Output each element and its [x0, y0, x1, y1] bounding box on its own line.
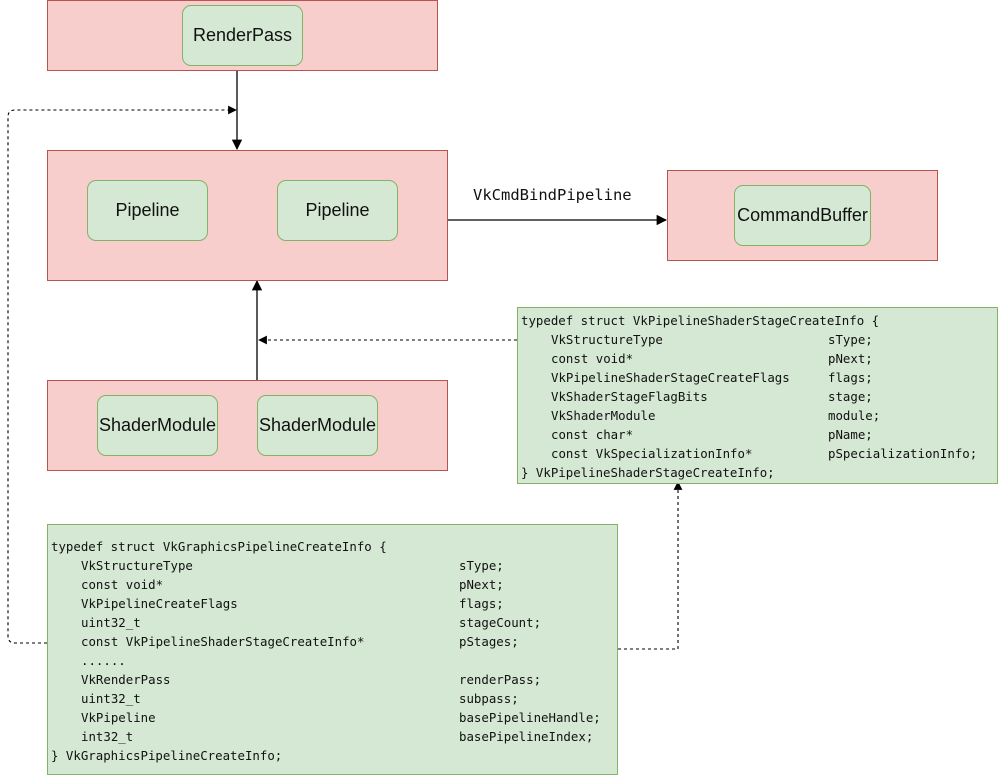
graphics-field-name: pNext; [459, 577, 504, 592]
graphics-field-name: sType; [459, 558, 504, 573]
commandbuffer-node[interactable]: CommandBuffer [734, 185, 871, 246]
graphics-field-type: const VkPipelineShaderStageCreateInfo* [81, 634, 365, 649]
graphics-field-type: VkStructureType [81, 558, 193, 573]
graphics-field-type: uint32_t [81, 691, 141, 706]
graphics-field-type: const void* [81, 577, 164, 592]
renderpass-node[interactable]: RenderPass [182, 5, 303, 66]
graphics-field-type: uint32_t [81, 615, 141, 630]
graphics-field-type: VkPipelineCreateFlags [81, 596, 238, 611]
graphics-field-type: VkRenderPass [81, 672, 171, 687]
stage-field-type: VkShaderStageFlagBits [551, 389, 708, 404]
graphics-field-type: int32_t [81, 729, 134, 744]
graphics-field-name: pStages; [459, 634, 519, 649]
shadermodule-node-1[interactable]: ShaderModule [97, 395, 218, 456]
graphics-field-name: subpass; [459, 691, 519, 706]
graphics-struct-footer: } VkGraphicsPipelineCreateInfo; [51, 748, 283, 763]
graphics-field-name: basePipelineIndex; [459, 729, 594, 744]
graphics-field-name: renderPass; [459, 672, 542, 687]
bind-pipeline-label: VkCmdBindPipeline [473, 186, 632, 204]
shadermodule-node-2[interactable]: ShaderModule [257, 395, 378, 456]
edge-graphics-struct-to-stage-struct [618, 481, 683, 650]
graphics-field-type: VkPipeline [81, 710, 156, 725]
stage-field-name: pName; [828, 427, 873, 442]
stage-field-type: VkStructureType [551, 332, 663, 347]
edge-graphics-struct-to-renderpass [7, 105, 237, 644]
shader-stage-struct-box: typedef struct VkPipelineShaderStageCrea… [517, 307, 998, 484]
graphics-field-name: basePipelineHandle; [459, 710, 601, 725]
stage-field-name: flags; [828, 370, 873, 385]
stage-field-name: module; [828, 408, 881, 423]
stage-field-type: const void* [551, 351, 634, 366]
stage-struct-header: typedef struct VkPipelineShaderStageCrea… [521, 313, 880, 328]
stage-field-type: VkPipelineShaderStageCreateFlags [551, 370, 790, 385]
stage-field-type: VkShaderModule [551, 408, 656, 423]
stage-field-type: const char* [551, 427, 634, 442]
stage-field-name: pNext; [828, 351, 873, 366]
stage-struct-footer: } VkPipelineShaderStageCreateInfo; [521, 465, 775, 480]
stage-field-name: pSpecializationInfo; [828, 446, 978, 461]
graphics-pipeline-struct-box: typedef struct VkGraphicsPipelineCreateI… [47, 524, 618, 775]
pipeline-node-2[interactable]: Pipeline [277, 180, 398, 241]
graphics-field-ellipsis: ...... [81, 653, 126, 668]
stage-field-name: sType; [828, 332, 873, 347]
graphics-field-name: stageCount; [459, 615, 542, 630]
pipeline-node-1[interactable]: Pipeline [87, 180, 208, 241]
stage-field-name: stage; [828, 389, 873, 404]
stage-field-type: const VkSpecializationInfo* [551, 446, 753, 461]
graphics-field-name: flags; [459, 596, 504, 611]
graphics-struct-header: typedef struct VkGraphicsPipelineCreateI… [51, 539, 387, 554]
